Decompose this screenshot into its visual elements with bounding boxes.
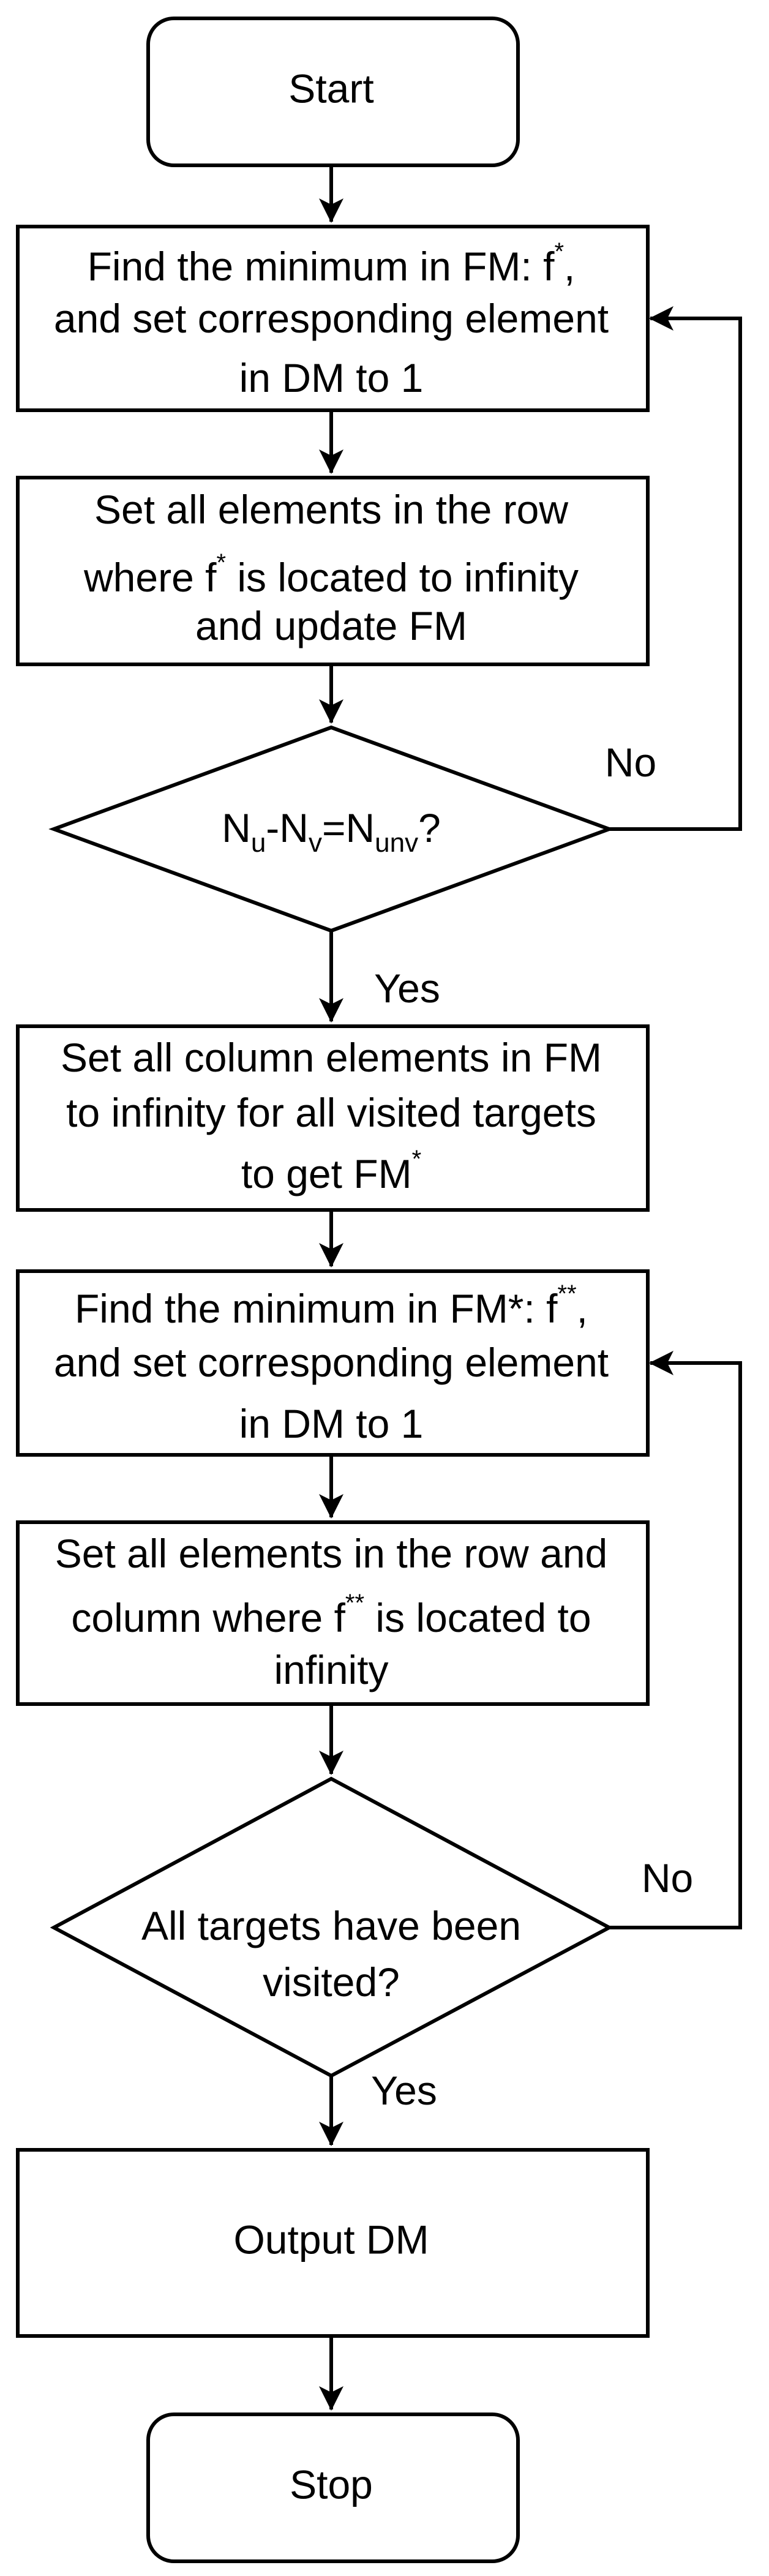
set-row-infinity-line2: where f* is located to infinity <box>83 549 579 600</box>
edge-label-no-2: No <box>642 1855 693 1901</box>
start-label: Start <box>288 66 373 111</box>
decision-count-label: Nu-Nv=Nunv? <box>222 805 441 858</box>
edge-label-no-1: No <box>605 740 656 785</box>
find-min-fm-node: Find the minimum in FM: f*, and set corr… <box>16 225 650 412</box>
edge-label-yes-1: Yes <box>374 966 440 1011</box>
stop-node: Stop <box>146 2413 520 2563</box>
decision-visited-line1: All targets have been <box>141 1903 521 1948</box>
decision-count-node: Nu-Nv=Nunv? <box>48 725 615 933</box>
edge-decision-visited-no-loop <box>609 1351 742 1929</box>
decision-visited-node: All targets have been visited? <box>50 1776 613 2078</box>
set-column-infinity-line2: to infinity for all visited targets <box>66 1090 596 1135</box>
connectors <box>319 165 742 2411</box>
set-row-infinity-node: Set all elements in the row where f* is … <box>16 476 650 666</box>
find-min-fm-star-node: Find the minimum in FM*: f**, and set co… <box>16 1269 650 1457</box>
decision-visited-line2: visited? <box>263 1959 400 2005</box>
find-min-fm-line1: Find the minimum in FM: f*, <box>88 238 576 289</box>
output-node: Output DM <box>16 2148 650 2338</box>
set-row-column-infinity-line2: column where f** is located to <box>71 1590 591 1640</box>
find-min-fm-line3: in DM to 1 <box>239 355 424 400</box>
set-row-infinity-line3: and update FM <box>195 603 467 648</box>
set-column-infinity-line3: to get FM* <box>241 1146 421 1196</box>
output-label: Output DM <box>233 2217 429 2262</box>
set-row-column-infinity-line3: infinity <box>274 1647 388 1692</box>
edge-label-yes-2: Yes <box>371 2068 437 2113</box>
start-node: Start <box>146 17 520 167</box>
find-min-fm-star-line3: in DM to 1 <box>239 1401 424 1446</box>
find-min-fm-star-line1: Find the minimum in FM*: f**, <box>75 1280 588 1331</box>
set-column-infinity-node: Set all column elements in FM to infinit… <box>16 1024 650 1212</box>
edge-decision-no-loop <box>609 306 742 831</box>
set-column-infinity-line1: Set all column elements in FM <box>61 1035 602 1080</box>
set-row-infinity-line1: Set all elements in the row <box>94 487 568 532</box>
stop-label: Stop <box>290 2461 373 2507</box>
find-min-fm-star-line2: and set corresponding element <box>54 1340 609 1385</box>
set-row-column-infinity-line1: Set all elements in the row and <box>55 1531 608 1576</box>
set-row-column-infinity-node: Set all elements in the row and column w… <box>16 1520 650 1706</box>
find-min-fm-line2: and set corresponding element <box>54 296 609 341</box>
